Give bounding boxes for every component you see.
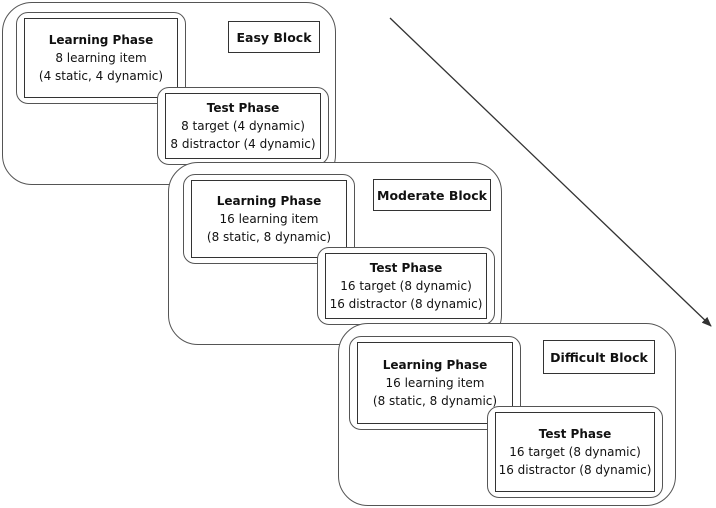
difficult-test-phase-box: Test Phase 16 target (8 dynamic) 16 dist… [495, 412, 655, 492]
moderate-test-target: 16 target (8 dynamic) [340, 279, 472, 293]
difficult-test-target: 16 target (8 dynamic) [509, 445, 641, 459]
moderate-block: Moderate Block Learning Phase 16 learnin… [168, 162, 502, 345]
difficult-learning-item-split: (8 static, 8 dynamic) [372, 394, 498, 408]
difficult-block: Difficult Block Learning Phase 16 learni… [338, 323, 676, 506]
difficult-test-distractor: 16 distractor (8 dynamic) [498, 463, 652, 477]
easy-learning-phase: Learning Phase 8 learning item (4 static… [16, 12, 186, 104]
easy-learning-item-split: (4 static, 4 dynamic) [38, 69, 164, 83]
difficult-block-label: Difficult Block [543, 340, 655, 374]
easy-learning-item-count: 8 learning item [55, 51, 147, 65]
moderate-test-phase-title: Test Phase [369, 261, 443, 275]
moderate-learning-item-count: 16 learning item [219, 212, 319, 226]
difficult-learning-phase: Learning Phase 16 learning item (8 stati… [349, 336, 521, 430]
easy-block-label-text: Easy Block [236, 29, 312, 45]
easy-test-phase-title: Test Phase [206, 101, 280, 115]
easy-learning-phase-title: Learning Phase [48, 33, 154, 47]
easy-test-phase-box: Test Phase 8 target (4 dynamic) 8 distra… [165, 93, 321, 159]
easy-learning-phase-box: Learning Phase 8 learning item (4 static… [24, 18, 178, 98]
moderate-test-phase-box: Test Phase 16 target (8 dynamic) 16 dist… [325, 253, 487, 319]
moderate-learning-phase-box: Learning Phase 16 learning item (8 stati… [191, 180, 347, 258]
difficult-learning-phase-title: Learning Phase [382, 358, 488, 372]
moderate-block-label-text: Moderate Block [377, 187, 487, 203]
moderate-test-distractor: 16 distractor (8 dynamic) [329, 297, 483, 311]
difficult-block-label-text: Difficult Block [550, 349, 648, 365]
easy-block-label: Easy Block [228, 21, 320, 53]
moderate-test-phase: Test Phase 16 target (8 dynamic) 16 dist… [317, 247, 495, 325]
difficult-test-phase-title: Test Phase [538, 427, 612, 441]
easy-test-phase: Test Phase 8 target (4 dynamic) 8 distra… [157, 87, 329, 165]
moderate-learning-item-split: (8 static, 8 dynamic) [206, 230, 332, 244]
easy-test-distractor: 8 distractor (4 dynamic) [170, 137, 316, 151]
difficult-test-phase: Test Phase 16 target (8 dynamic) 16 dist… [487, 406, 663, 498]
moderate-block-label: Moderate Block [373, 179, 491, 211]
difficult-learning-phase-box: Learning Phase 16 learning item (8 stati… [357, 342, 513, 424]
easy-block: Easy Block Learning Phase 8 learning ite… [2, 2, 336, 185]
difficult-learning-item-count: 16 learning item [385, 376, 485, 390]
moderate-learning-phase-title: Learning Phase [216, 194, 322, 208]
easy-test-target: 8 target (4 dynamic) [181, 119, 305, 133]
